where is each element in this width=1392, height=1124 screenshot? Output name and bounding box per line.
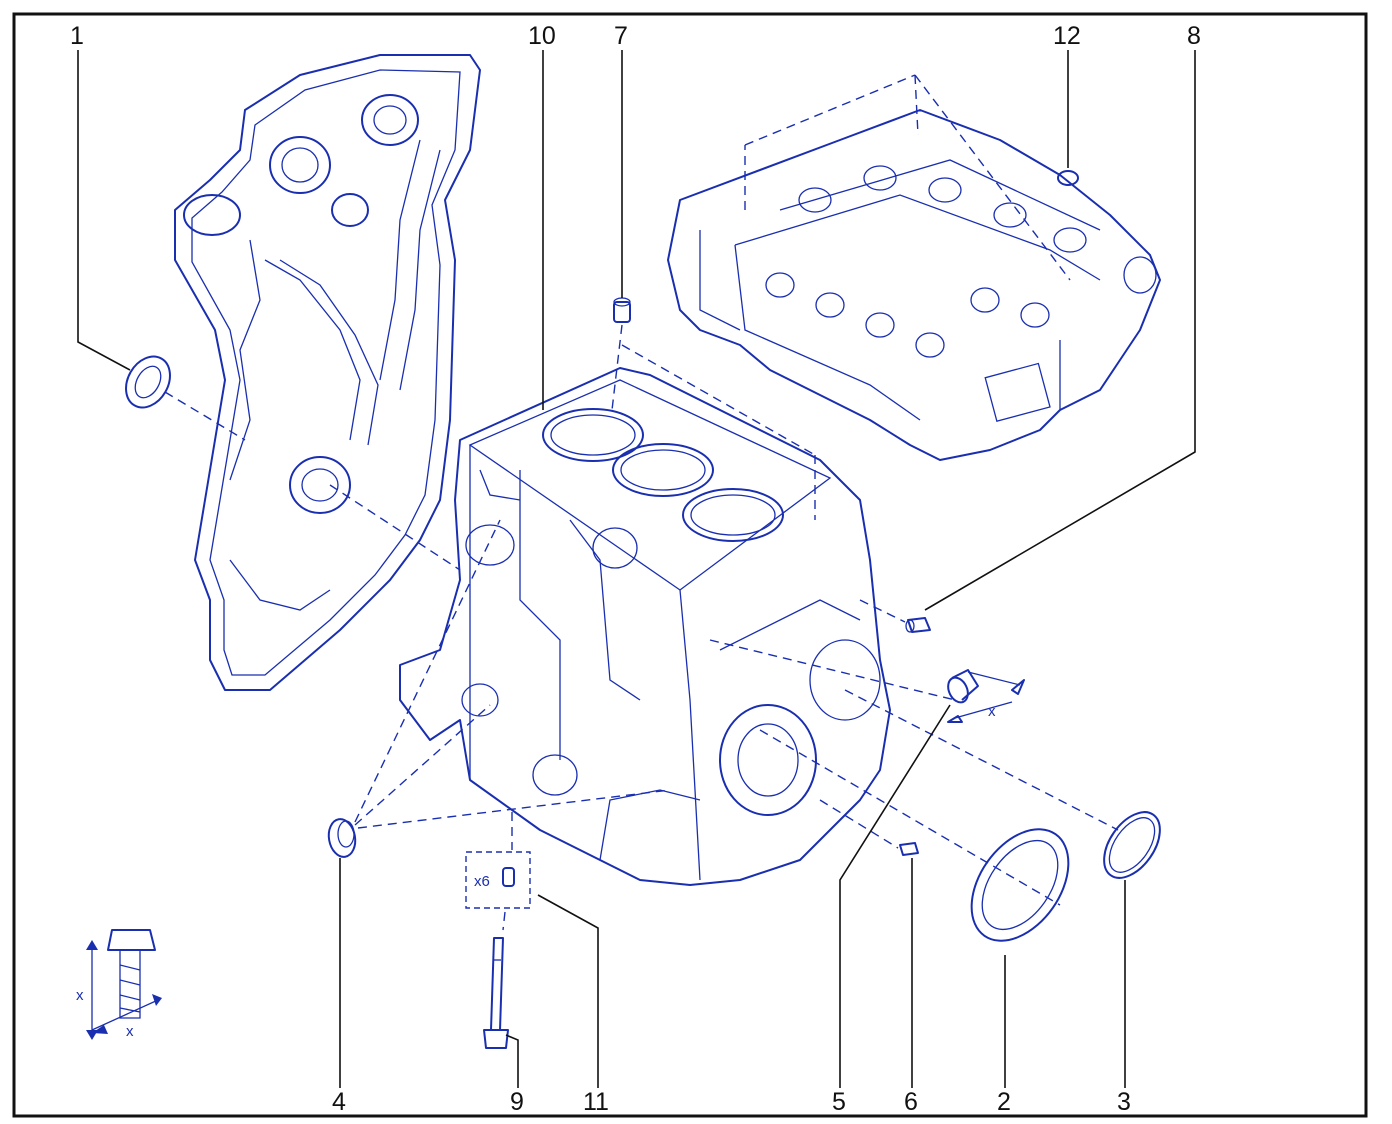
cylinder-head bbox=[667, 109, 1161, 461]
leader-lines bbox=[77, 50, 1196, 1088]
plug-part-5 bbox=[947, 669, 979, 704]
bolt-dimension-legend: x x bbox=[76, 929, 162, 1040]
callout-10: 10 bbox=[528, 22, 556, 50]
quantity-badge: x6 bbox=[474, 873, 490, 890]
callout-5: 5 bbox=[832, 1088, 846, 1116]
timing-cover bbox=[174, 54, 481, 691]
callout-1: 1 bbox=[70, 22, 84, 50]
ring-part-3 bbox=[1103, 811, 1161, 879]
plug-dimension-label: x bbox=[988, 703, 996, 720]
callout-8: 8 bbox=[1187, 22, 1201, 50]
callout-6: 6 bbox=[904, 1088, 918, 1116]
callout-4: 4 bbox=[332, 1088, 346, 1116]
bolt-dimension-horizontal-label: x bbox=[126, 1023, 134, 1040]
dowel-pin-part-7 bbox=[613, 297, 631, 323]
dowel-pin-part-8 bbox=[905, 617, 931, 633]
rear-main-seal-part-2 bbox=[970, 828, 1070, 942]
plug-part-4 bbox=[327, 818, 357, 858]
callout-labels: 1 10 7 12 8 4 9 11 5 6 2 3 bbox=[70, 22, 1201, 1116]
pin-part-6 bbox=[899, 842, 919, 856]
callout-2: 2 bbox=[997, 1088, 1011, 1116]
callout-9: 9 bbox=[510, 1088, 524, 1116]
bolt-dimension-vertical-label: x bbox=[76, 987, 84, 1004]
callout-3: 3 bbox=[1117, 1088, 1131, 1116]
callout-11: 11 bbox=[583, 1088, 609, 1116]
main-bolt-part-9 bbox=[483, 937, 509, 1049]
callout-12: 12 bbox=[1053, 22, 1081, 50]
diagram-frame bbox=[12, 12, 1368, 1118]
dowel-sleeve-part-11: x6 bbox=[465, 851, 531, 909]
cylinder-block bbox=[399, 367, 891, 886]
o-ring-part-12 bbox=[1057, 170, 1079, 186]
front-crank-seal-part-1 bbox=[125, 355, 171, 409]
callout-7: 7 bbox=[614, 22, 628, 50]
